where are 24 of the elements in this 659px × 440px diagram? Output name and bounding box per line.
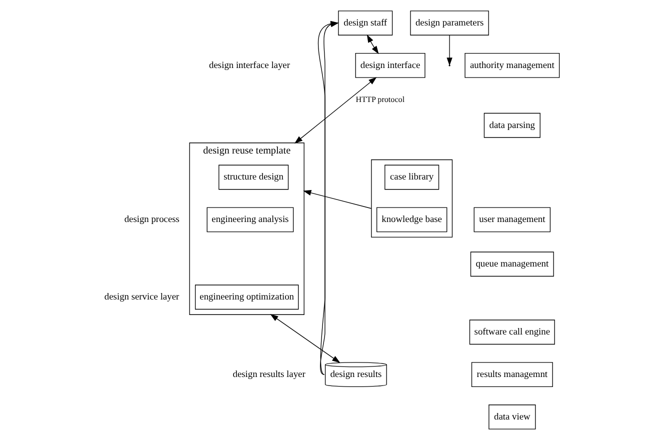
node-box: data view (488, 404, 536, 430)
node-box: case library (384, 164, 440, 190)
node-box: data parsing (484, 112, 540, 138)
node-box: user management (474, 207, 551, 232)
label: design process (124, 215, 180, 226)
arrow (303, 190, 372, 209)
arrow (294, 77, 377, 144)
node-box: authority management (464, 52, 560, 78)
cluster (371, 159, 453, 238)
node-box: knowledge base (376, 207, 448, 232)
node-box: structure design (218, 164, 289, 190)
node-box: design parameters (410, 10, 489, 36)
node-box: engineering optimization (194, 284, 299, 310)
node-box: results managemnt (471, 362, 553, 388)
node-box: design interface (355, 52, 426, 78)
label: design results layer (232, 370, 306, 380)
node-box: software call engine (469, 320, 555, 345)
label: design interface layer (209, 60, 290, 71)
node-box: queue management (470, 252, 554, 277)
node-box: design staff (338, 10, 393, 36)
label: design service layer (104, 292, 180, 303)
arrow (270, 314, 340, 363)
arrow (366, 34, 379, 54)
node-box: engineering analysis (206, 207, 294, 232)
